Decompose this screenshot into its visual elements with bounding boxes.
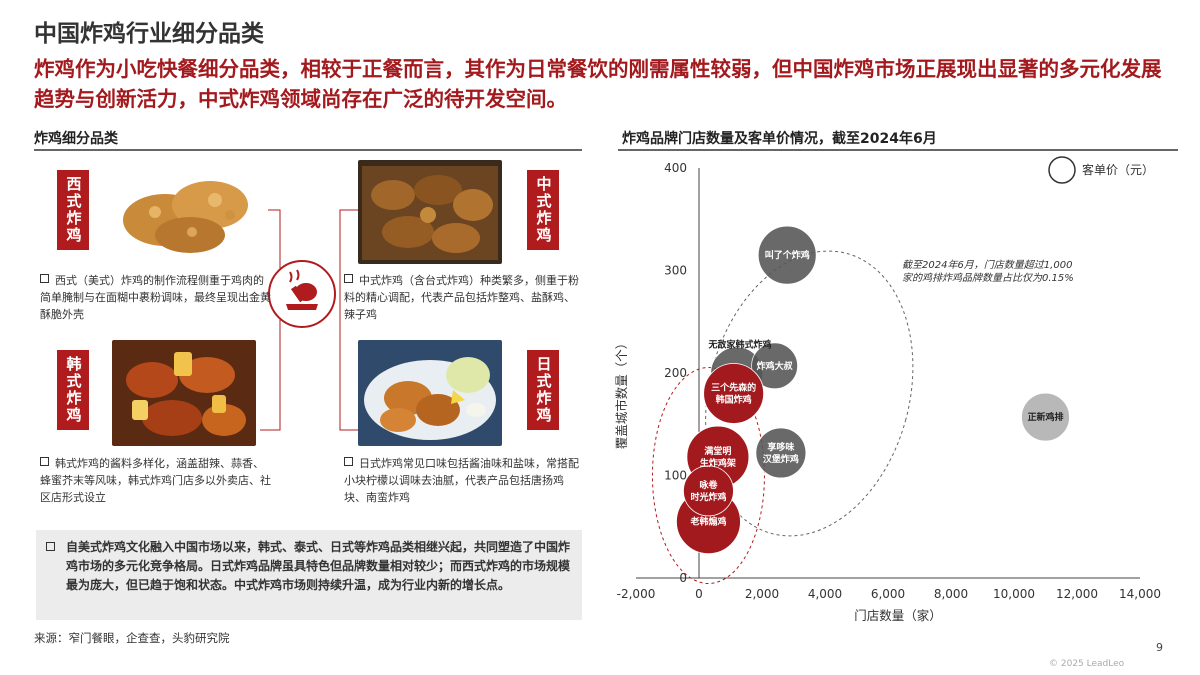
bubble-point [751,342,799,390]
bullet-checkbox-icon [344,274,353,283]
x-tick-label: 14,000 [1119,587,1161,601]
x-tick-label: 6,000 [871,587,905,601]
western-description: 西式（美式）炸鸡的制作流程侧重于鸡肉的简单腌制与在面糊中裹粉调味，最终呈现出金黄… [40,274,271,321]
bubble-label: 叫了个炸鸡 [765,249,810,261]
summary-box: 自美式炸鸡文化融入中国市场以来，韩式、泰式、日式等炸鸡品类相继兴起，共同塑造了中… [36,530,582,620]
bubble-label: 三个先森的韩国炸鸡 [711,382,756,406]
y-axis-label: 覆盖城市数量（个） [614,337,629,450]
bubble-point [755,427,807,479]
copyright: © 2025 LeadLeo [1049,659,1125,669]
x-tick-label: -2,000 [617,587,656,601]
bullet-checkbox-icon [46,542,55,551]
bubble-label: 无敌家韩式炸鸡 [707,338,771,350]
y-tick-label: 0 [679,571,687,585]
chinese-fried-chicken-photo [358,160,502,264]
bubble-label: 炸鸡大叔 [757,360,794,372]
japanese-description: 日式炸鸡常见口味包括酱油味和盐味，常搭配小块柠檬以调味去油腻，代表产品包括唐扬鸡… [344,457,579,504]
y-tick-label: 400 [664,161,687,175]
chinese-description: 中式炸鸡（含台式炸鸡）种类繁多，侧重于粉料的精心调配，代表产品包括炸整鸡、盐酥鸡… [344,274,579,321]
legend-label: 客单价（元） [1082,162,1154,177]
fried-chicken-icon [268,260,336,328]
western-fried-chicken-photo [110,160,268,262]
y-tick-label: 100 [664,469,687,483]
chart-axes: -2,000 0 2,000 4,000 6,000 8,000 10,000 12,000 1… [614,161,1161,623]
bubble-label: 老韩煽鸡 [689,516,726,528]
y-tick-label: 300 [664,264,687,278]
y-tick-label: 200 [664,366,687,380]
x-axis-label: 门店数量（家） [854,608,942,623]
source-note: 来源：窄门餐眼，企查查，头豹研究院 [34,631,230,645]
x-tick-label: 10,000 [993,587,1035,601]
page-number: 9 [1156,641,1163,654]
chart-marks [651,225,1070,584]
bubble-chart: -2,000 0 2,000 4,000 6,000 8,000 10,000 12,000 1… [614,156,1161,623]
right-section-rule [618,149,1178,151]
bubble-point [703,363,765,424]
x-tick-label: 0 [695,587,703,601]
bubble-label: 正新鸡排 [1027,411,1063,423]
category-label-western: 西式炸鸡 [57,170,89,250]
x-tick-label: 2,000 [745,587,779,601]
category-label-chinese: 中式炸鸡 [527,170,559,250]
page-title: 中国炸鸡行业细分品类 [34,21,264,47]
bubble-label: 满堂明生炸鸡架 [700,445,736,469]
left-section-title: 炸鸡细分品类 [34,131,118,147]
x-tick-label: 12,000 [1056,587,1098,601]
bullet-checkbox-icon [344,457,353,466]
page-subtitle: 炸鸡作为小吃快餐细分品类，相较于正餐而言，其作为日常餐饮的刚需属性较弱，但中国炸… [34,57,1162,111]
summary-text: 自美式炸鸡文化融入中国市场以来，韩式、泰式、日式等炸鸡品类相继兴起，共同塑造了中… [66,540,571,592]
dashed-group-ellipse-red [651,367,765,584]
bubble-label: 咏卷时光炸鸡 [690,479,726,503]
japanese-fried-chicken-photo [358,340,502,446]
bullet-checkbox-icon [40,457,49,466]
bubble-point [683,465,734,517]
x-tick-label: 4,000 [808,587,842,601]
bubble-label: 享哆味汉堡炸鸡 [763,441,799,465]
dashed-group-ellipse-gray [705,250,914,537]
x-tick-label: 8,000 [934,587,968,601]
chart-title: 炸鸡品牌门店数量及客单价情况，截至2024年6月 [622,131,937,147]
left-section-rule [34,149,582,151]
korean-description: 韩式炸鸡的酱料多样化，涵盖甜辣、蒜香、蜂蜜芥末等风味，韩式炸鸡门店多以外卖店、社… [40,457,271,504]
bullet-checkbox-icon [40,274,49,283]
korean-fried-chicken-photo [112,340,256,446]
category-label-japanese: 日式炸鸡 [527,350,559,430]
legend-bubble [1048,156,1076,184]
bubble-point [757,225,817,285]
category-label-korean: 韩式炸鸡 [57,350,89,430]
bubble-point [1021,392,1070,442]
